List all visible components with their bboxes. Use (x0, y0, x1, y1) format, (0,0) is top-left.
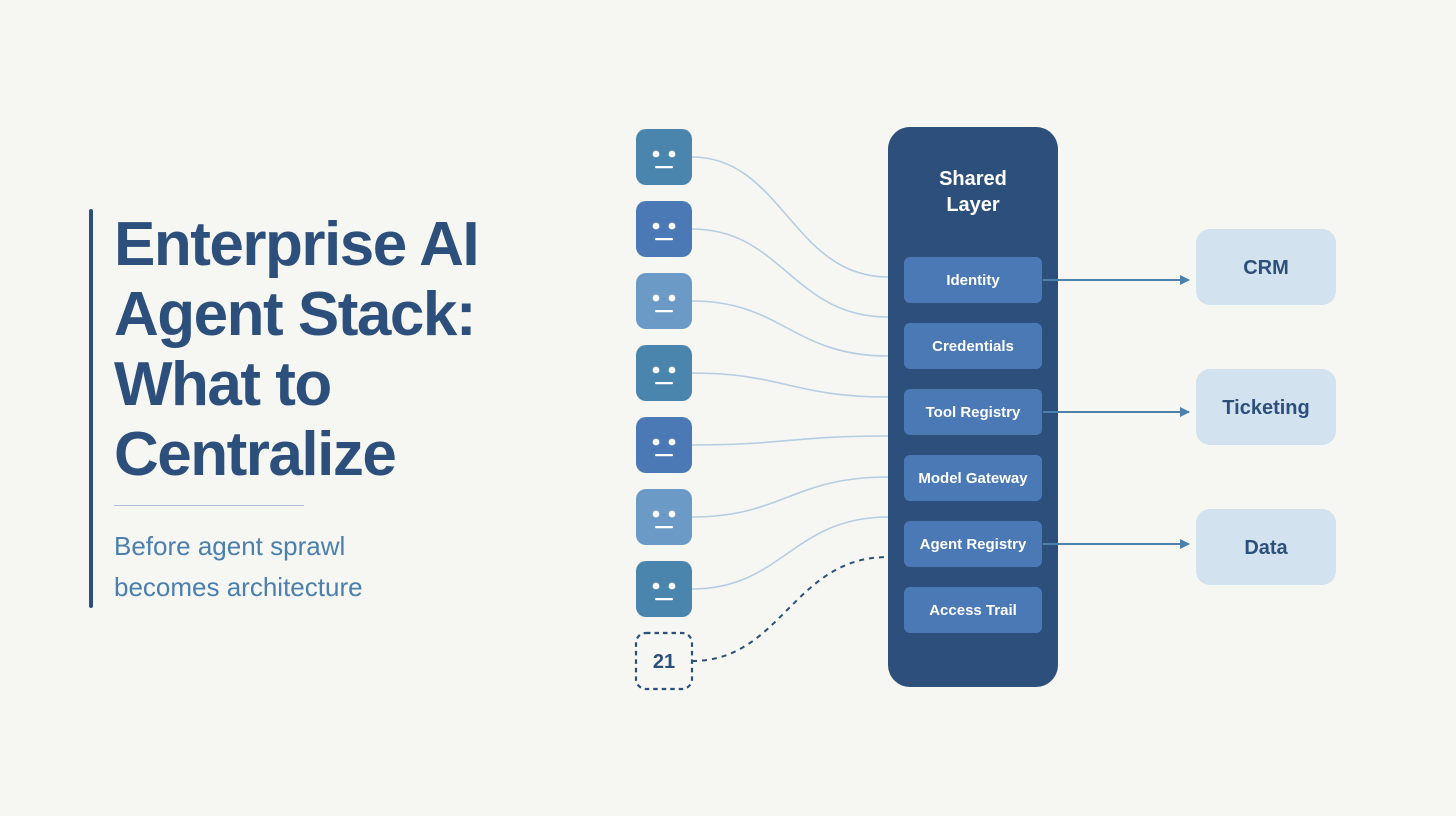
destination-box: Data (1196, 509, 1336, 585)
shared-layer-item-label: Model Gateway (918, 470, 1028, 487)
shared-layer-item: Model Gateway (904, 455, 1042, 501)
agent-tile-background (636, 561, 692, 617)
title-line: Enterprise AI (114, 210, 480, 279)
agent-tile-background (636, 417, 692, 473)
robot-eye (668, 582, 676, 590)
agent-connector-line (691, 300, 889, 357)
destination-box: Ticketing (1196, 369, 1336, 445)
shared-layer-item: Credentials (904, 323, 1042, 369)
shared-layer-title: Shared (939, 168, 1007, 190)
destination-label: Data (1244, 537, 1288, 559)
agent-column: 21 (634, 129, 694, 691)
robot-face-icon (652, 582, 676, 601)
agent-connector-line (691, 476, 889, 518)
robot-eye (668, 510, 676, 518)
robot-eye (668, 222, 676, 230)
overflow-count: 21 (653, 651, 675, 673)
agent-connector-line (691, 372, 889, 398)
overflow-badge-border (634, 631, 694, 691)
agent-connector-line (691, 516, 889, 590)
shared-layer-item-background (904, 257, 1042, 303)
robot-eye (652, 222, 660, 230)
robot-face-icon (652, 366, 676, 385)
page-title: Enterprise AI Agent Stack: What to Centr… (114, 210, 584, 490)
title-line: Agent Stack: (114, 280, 476, 349)
destination-box-background (1196, 229, 1336, 305)
subtitle-line: Before agent sprawl (114, 531, 346, 561)
shared-layer-item-label: Identity (946, 272, 1000, 289)
robot-mouth (655, 598, 673, 601)
robot-mouth (655, 454, 673, 457)
shared-layer-title: Layer (946, 194, 1000, 216)
destination-box: CRM (1196, 229, 1336, 305)
robot-face-icon (652, 150, 676, 169)
agent-tile-background (636, 201, 692, 257)
shared-layer-item-background (904, 521, 1042, 567)
agent-tile (636, 201, 692, 257)
robot-face-icon (652, 438, 676, 457)
agent-connector-line (691, 228, 889, 318)
subtitle: Before agent sprawl becomes architecture (114, 526, 474, 608)
shared-layer-item-background (904, 389, 1042, 435)
shared-layer-item: Tool Registry (904, 389, 1042, 435)
shared-layer-item-label: Tool Registry (926, 404, 1021, 421)
agent-tile (636, 489, 692, 545)
agent-tile (636, 345, 692, 401)
shared-layer-item-label: Agent Registry (920, 536, 1027, 553)
shared-layer-item: Agent Registry (904, 521, 1042, 567)
title-accent-bar (89, 209, 93, 608)
robot-eye (652, 438, 660, 446)
shared-layer-item-background (904, 587, 1042, 633)
shared-layer-item: Access Trail (904, 587, 1042, 633)
robot-eye (652, 582, 660, 590)
robot-eye (652, 366, 660, 374)
robot-eye (668, 366, 676, 374)
agent-connector-line (691, 156, 889, 278)
agent-tile (636, 273, 692, 329)
shared-layer-item-label: Credentials (932, 338, 1014, 355)
integration-arrows (1043, 275, 1190, 549)
robot-mouth (655, 382, 673, 385)
shared-layer-item: Identity (904, 257, 1042, 303)
agent-tile (636, 417, 692, 473)
shared-layer-item-background (904, 455, 1042, 501)
subtitle-line: becomes architecture (114, 572, 363, 602)
robot-mouth (655, 238, 673, 241)
robot-eye (652, 294, 660, 302)
agent-connectors (691, 156, 889, 662)
overflow-connector-line (691, 556, 889, 662)
agent-tile-background (636, 345, 692, 401)
destination-box-background (1196, 509, 1336, 585)
robot-face-icon (652, 510, 676, 529)
robot-mouth (655, 166, 673, 169)
agent-tile-background (636, 129, 692, 185)
robot-face-icon (652, 222, 676, 241)
robot-mouth (655, 526, 673, 529)
agent-tile (636, 129, 692, 185)
title-line: Centralize (114, 420, 397, 489)
robot-eye (668, 438, 676, 446)
destination-box-background (1196, 369, 1336, 445)
destination-label: Ticketing (1222, 397, 1309, 419)
agent-tile (636, 561, 692, 617)
title-divider (114, 505, 304, 506)
robot-mouth (655, 310, 673, 313)
robot-eye (652, 150, 660, 158)
robot-eye (652, 510, 660, 518)
agent-tile-background (636, 273, 692, 329)
agent-tile-background (636, 489, 692, 545)
title-line: What to (114, 350, 332, 419)
overflow-agent-badge: 21 (634, 631, 694, 691)
robot-face-icon (652, 294, 676, 313)
robot-eye (668, 294, 676, 302)
destination-label: CRM (1243, 257, 1289, 279)
shared-layer-item-background (904, 323, 1042, 369)
shared-layer-item-label: Access Trail (929, 602, 1017, 619)
robot-eye (668, 150, 676, 158)
agent-connector-line (691, 435, 889, 446)
